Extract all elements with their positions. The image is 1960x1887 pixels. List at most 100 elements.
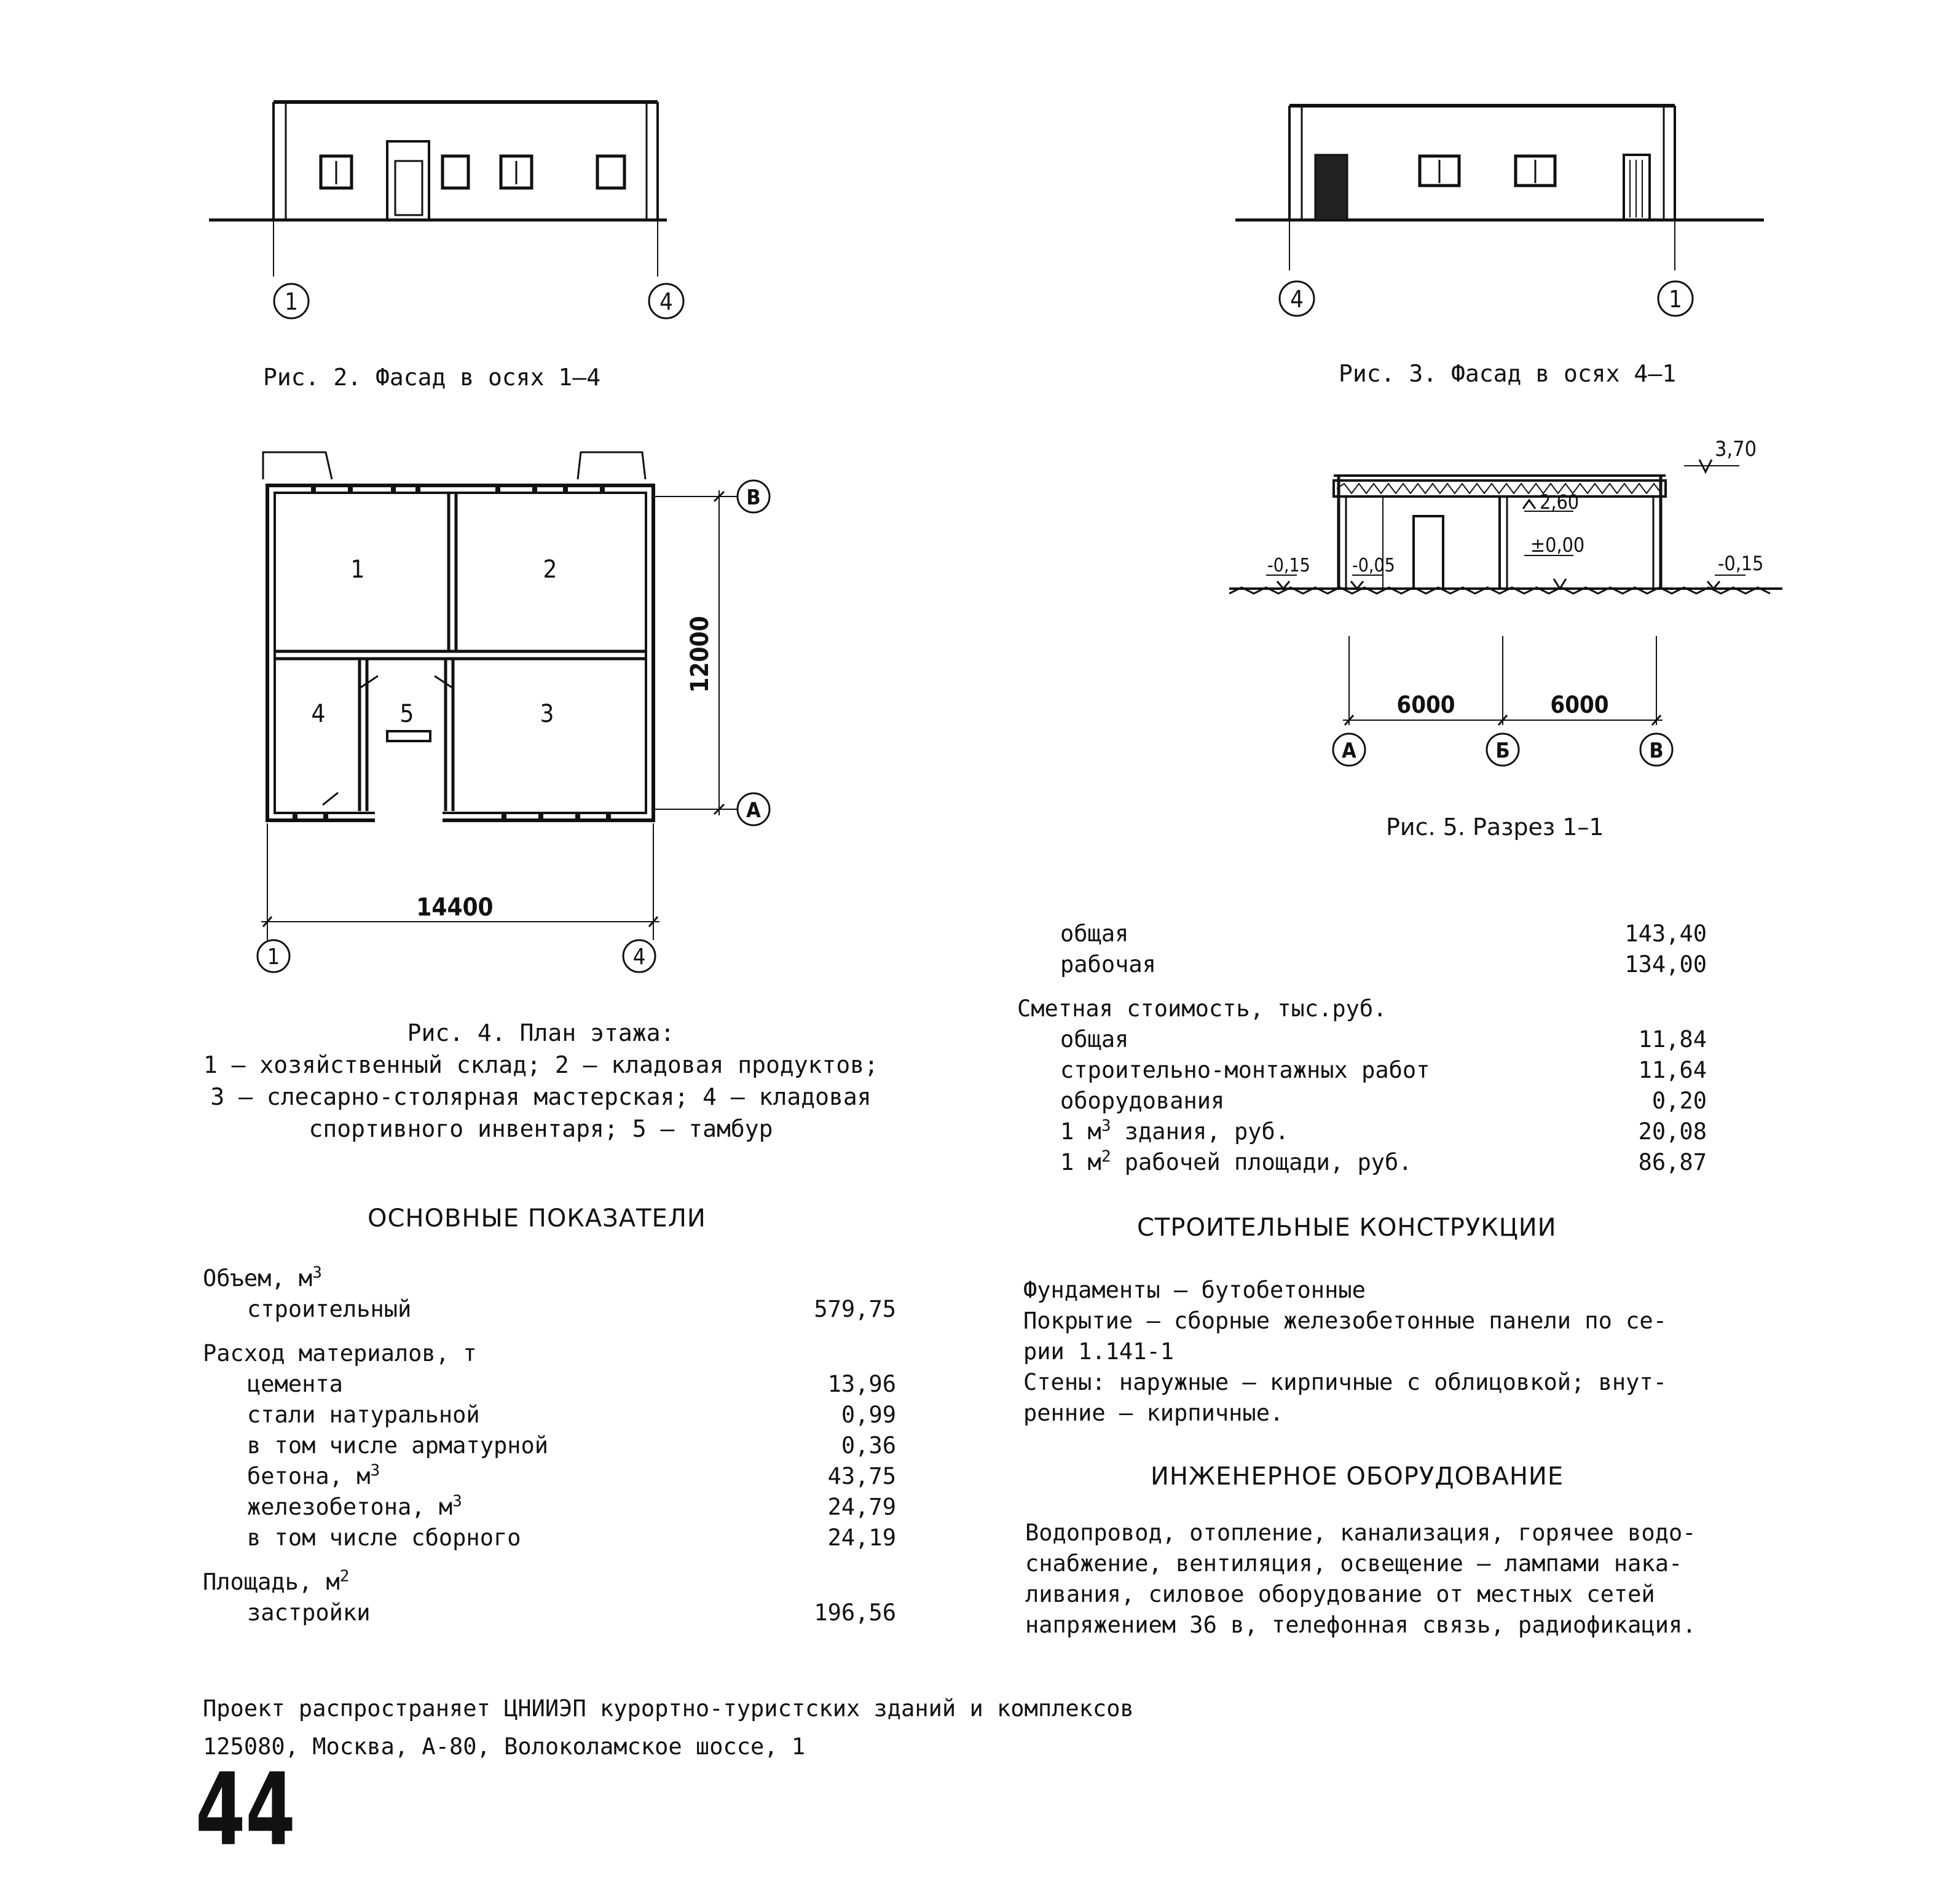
- cost-item-row: 1 м3 здания, руб. 20,08: [1017, 1116, 1707, 1147]
- facade-4-1-axis-right: 1: [1669, 286, 1682, 313]
- engineering-line: напряжением 36 в, телефонная связь, ради…: [1025, 1612, 1696, 1638]
- material-row: в том числе сборного 24,19: [203, 1523, 896, 1553]
- cost-item-label: строительно-монтажных работ: [1060, 1057, 1430, 1083]
- plan-dim-depth: 12000: [686, 616, 714, 692]
- plan-axis-v: В: [746, 485, 760, 510]
- cost-item-value: 20,08: [1638, 1118, 1707, 1145]
- cost-item-label-post: рабочей площади, руб.: [1111, 1149, 1412, 1175]
- area-built-label: застройки: [247, 1599, 371, 1626]
- area-row: Площадь, м2: [203, 1567, 896, 1598]
- volume-building-value: 579,75: [814, 1296, 896, 1322]
- material-unit-sup: 3: [452, 1492, 462, 1511]
- material-row: стали натуральной 0,99: [203, 1400, 896, 1430]
- materials-label: Расход материалов, т: [203, 1340, 477, 1367]
- material-value: 0,99: [841, 1402, 896, 1428]
- material-row: бетона, м3 43,75: [203, 1461, 896, 1492]
- cost-item-label-pre: 1 м: [1060, 1149, 1101, 1175]
- section-dim-right: 6000: [1550, 691, 1608, 718]
- material-row: железобетона, м3 24,79: [203, 1492, 896, 1523]
- facade-1-4-axis-left: 1: [285, 288, 298, 315]
- room-number-5: 5: [400, 700, 414, 728]
- cost-item-value: 11,84: [1638, 1026, 1707, 1053]
- section-elev-left-inner: -0,05: [1352, 555, 1395, 576]
- material-label: в том числе арматурной: [247, 1432, 549, 1459]
- volume-row: Объем, м3: [203, 1263, 896, 1294]
- area-cost-table: общая 143,40 рабочая 134,00 Сметная стои…: [1017, 919, 1707, 1178]
- section-axis-a: А: [1342, 739, 1356, 763]
- plan-dim-width: 14400: [416, 893, 493, 922]
- fig4-caption-line-4: спортивного инвентаря; 5 – тамбур: [309, 1115, 773, 1142]
- main-indicators-heading: ОСНОВНЫЕ ПОКАЗАТЕЛИ: [368, 1204, 706, 1233]
- constructions-line: Стены: наружные – кирпичные с облицовкой…: [1023, 1369, 1667, 1395]
- cost-row: Сметная стоимость, тыс.руб.: [1017, 994, 1707, 1024]
- section-elev-top: 3,70: [1715, 437, 1757, 461]
- section-dim-left: 6000: [1396, 691, 1455, 718]
- floor-plan-drawing: 1 2 3 4 5 14400 12000 1 4 В А: [256, 451, 771, 973]
- room-number-1: 1: [351, 555, 365, 584]
- engineering-line: снабжение, вентиляция, освещение – лампа…: [1025, 1550, 1683, 1577]
- material-label: в том числе сборного: [247, 1524, 521, 1551]
- area-total-row: общая 143,40: [1017, 919, 1707, 949]
- cost-item-value: 0,20: [1651, 1088, 1707, 1114]
- volume-label: Объем, м: [203, 1265, 313, 1292]
- cost-item-value: 86,87: [1638, 1149, 1707, 1175]
- area-built-row: застройки 196,56: [203, 1598, 896, 1628]
- cost-item-label-post: здания, руб.: [1111, 1118, 1289, 1145]
- cost-item-unit-sup: 3: [1101, 1116, 1111, 1136]
- material-row: цемента 13,96: [203, 1369, 896, 1400]
- fig4-caption-line-2: 1 – хозяйственный склад; 2 – кладовая пр…: [203, 1051, 879, 1078]
- cost-item-row: строительно-монтажных работ 11,64: [1017, 1055, 1707, 1086]
- fig3-caption: Рис. 3. Фасад в осях 4–1: [1339, 360, 1677, 387]
- engineering-line: Водопровод, отопление, канализация, горя…: [1025, 1520, 1696, 1546]
- plan-axis-1: 1: [267, 944, 280, 970]
- facade-4-1-drawing: 4 1: [1235, 104, 1764, 317]
- material-label: бетона, м: [247, 1463, 371, 1489]
- facade-4-1-axis-left: 4: [1290, 286, 1304, 313]
- room-number-2: 2: [543, 555, 557, 584]
- fig4-caption-line-3: 3 – слесарно-столярная мастерская; 4 – к…: [210, 1083, 872, 1110]
- constructions-line: рии 1.141-1: [1023, 1338, 1175, 1365]
- cost-item-label: общая: [1060, 1026, 1129, 1053]
- room-number-3: 3: [540, 700, 554, 728]
- constructions-heading: СТРОИТЕЛЬНЫЕ КОНСТРУКЦИИ: [1137, 1214, 1557, 1242]
- section-1-1-drawing: 3,70 2,60 ±0,00 -0,15 -0,05 -0,15 6000 6…: [1229, 437, 1782, 767]
- constructions-line: Фундаменты – бутобетонные: [1023, 1277, 1366, 1303]
- material-unit-sup: 3: [370, 1461, 380, 1480]
- area-label: Площадь, м: [203, 1569, 340, 1595]
- cost-item-value: 11,64: [1638, 1057, 1707, 1083]
- plan-axis-a: А: [746, 798, 761, 823]
- area-total-value: 143,40: [1624, 920, 1707, 947]
- fig5-caption: Рис. 5. Разрез 1–1: [1386, 814, 1604, 841]
- constructions-line: ренние – кирпичные.: [1023, 1400, 1284, 1426]
- material-row: в том числе арматурной 0,36: [203, 1430, 896, 1461]
- area-working-row: рабочая 134,00: [1017, 949, 1707, 980]
- material-value: 24,19: [827, 1524, 896, 1551]
- engineering-text: Водопровод, отопление, канализация, горя…: [1025, 1518, 1696, 1641]
- material-value: 24,79: [827, 1494, 896, 1520]
- cost-item-row: общая 11,84: [1017, 1024, 1707, 1055]
- engineering-line: ливания, силовое оборудование от местных…: [1025, 1581, 1655, 1607]
- volume-unit-sup: 3: [312, 1263, 322, 1282]
- materials-row: Расход материалов, т: [203, 1338, 896, 1369]
- cost-item-label: оборудования: [1060, 1088, 1225, 1114]
- material-value: 43,75: [827, 1463, 896, 1489]
- area-unit-sup: 2: [339, 1567, 350, 1586]
- room-number-4: 4: [312, 700, 326, 728]
- section-elev-floor: ±0,00: [1530, 533, 1584, 557]
- section-axis-v: В: [1649, 739, 1663, 763]
- cost-item-row: оборудования 0,20: [1017, 1086, 1707, 1116]
- cost-item-unit-sup: 2: [1101, 1147, 1111, 1166]
- volume-building-label: строительный: [247, 1296, 412, 1322]
- area-total-label: общая: [1060, 920, 1129, 947]
- facade-1-4-axis-right: 4: [659, 288, 673, 315]
- section-elev-right: -0,15: [1718, 552, 1763, 575]
- material-value: 0,36: [841, 1432, 896, 1459]
- footer-publisher: Проект распространяет ЦНИИЭП курортно-ту…: [203, 1690, 1134, 1766]
- material-label: цемента: [247, 1371, 343, 1397]
- footer-line-1: Проект распространяет ЦНИИЭП курортно-ту…: [203, 1695, 1134, 1722]
- fig4-caption-line-1: Рис. 4. План этажа:: [407, 1019, 675, 1046]
- constructions-line: Покрытие – сборные железобетонные панели…: [1023, 1308, 1667, 1334]
- material-label: железобетона, м: [247, 1494, 453, 1520]
- page-number: 44: [195, 1751, 296, 1868]
- plan-axis-4: 4: [633, 944, 646, 970]
